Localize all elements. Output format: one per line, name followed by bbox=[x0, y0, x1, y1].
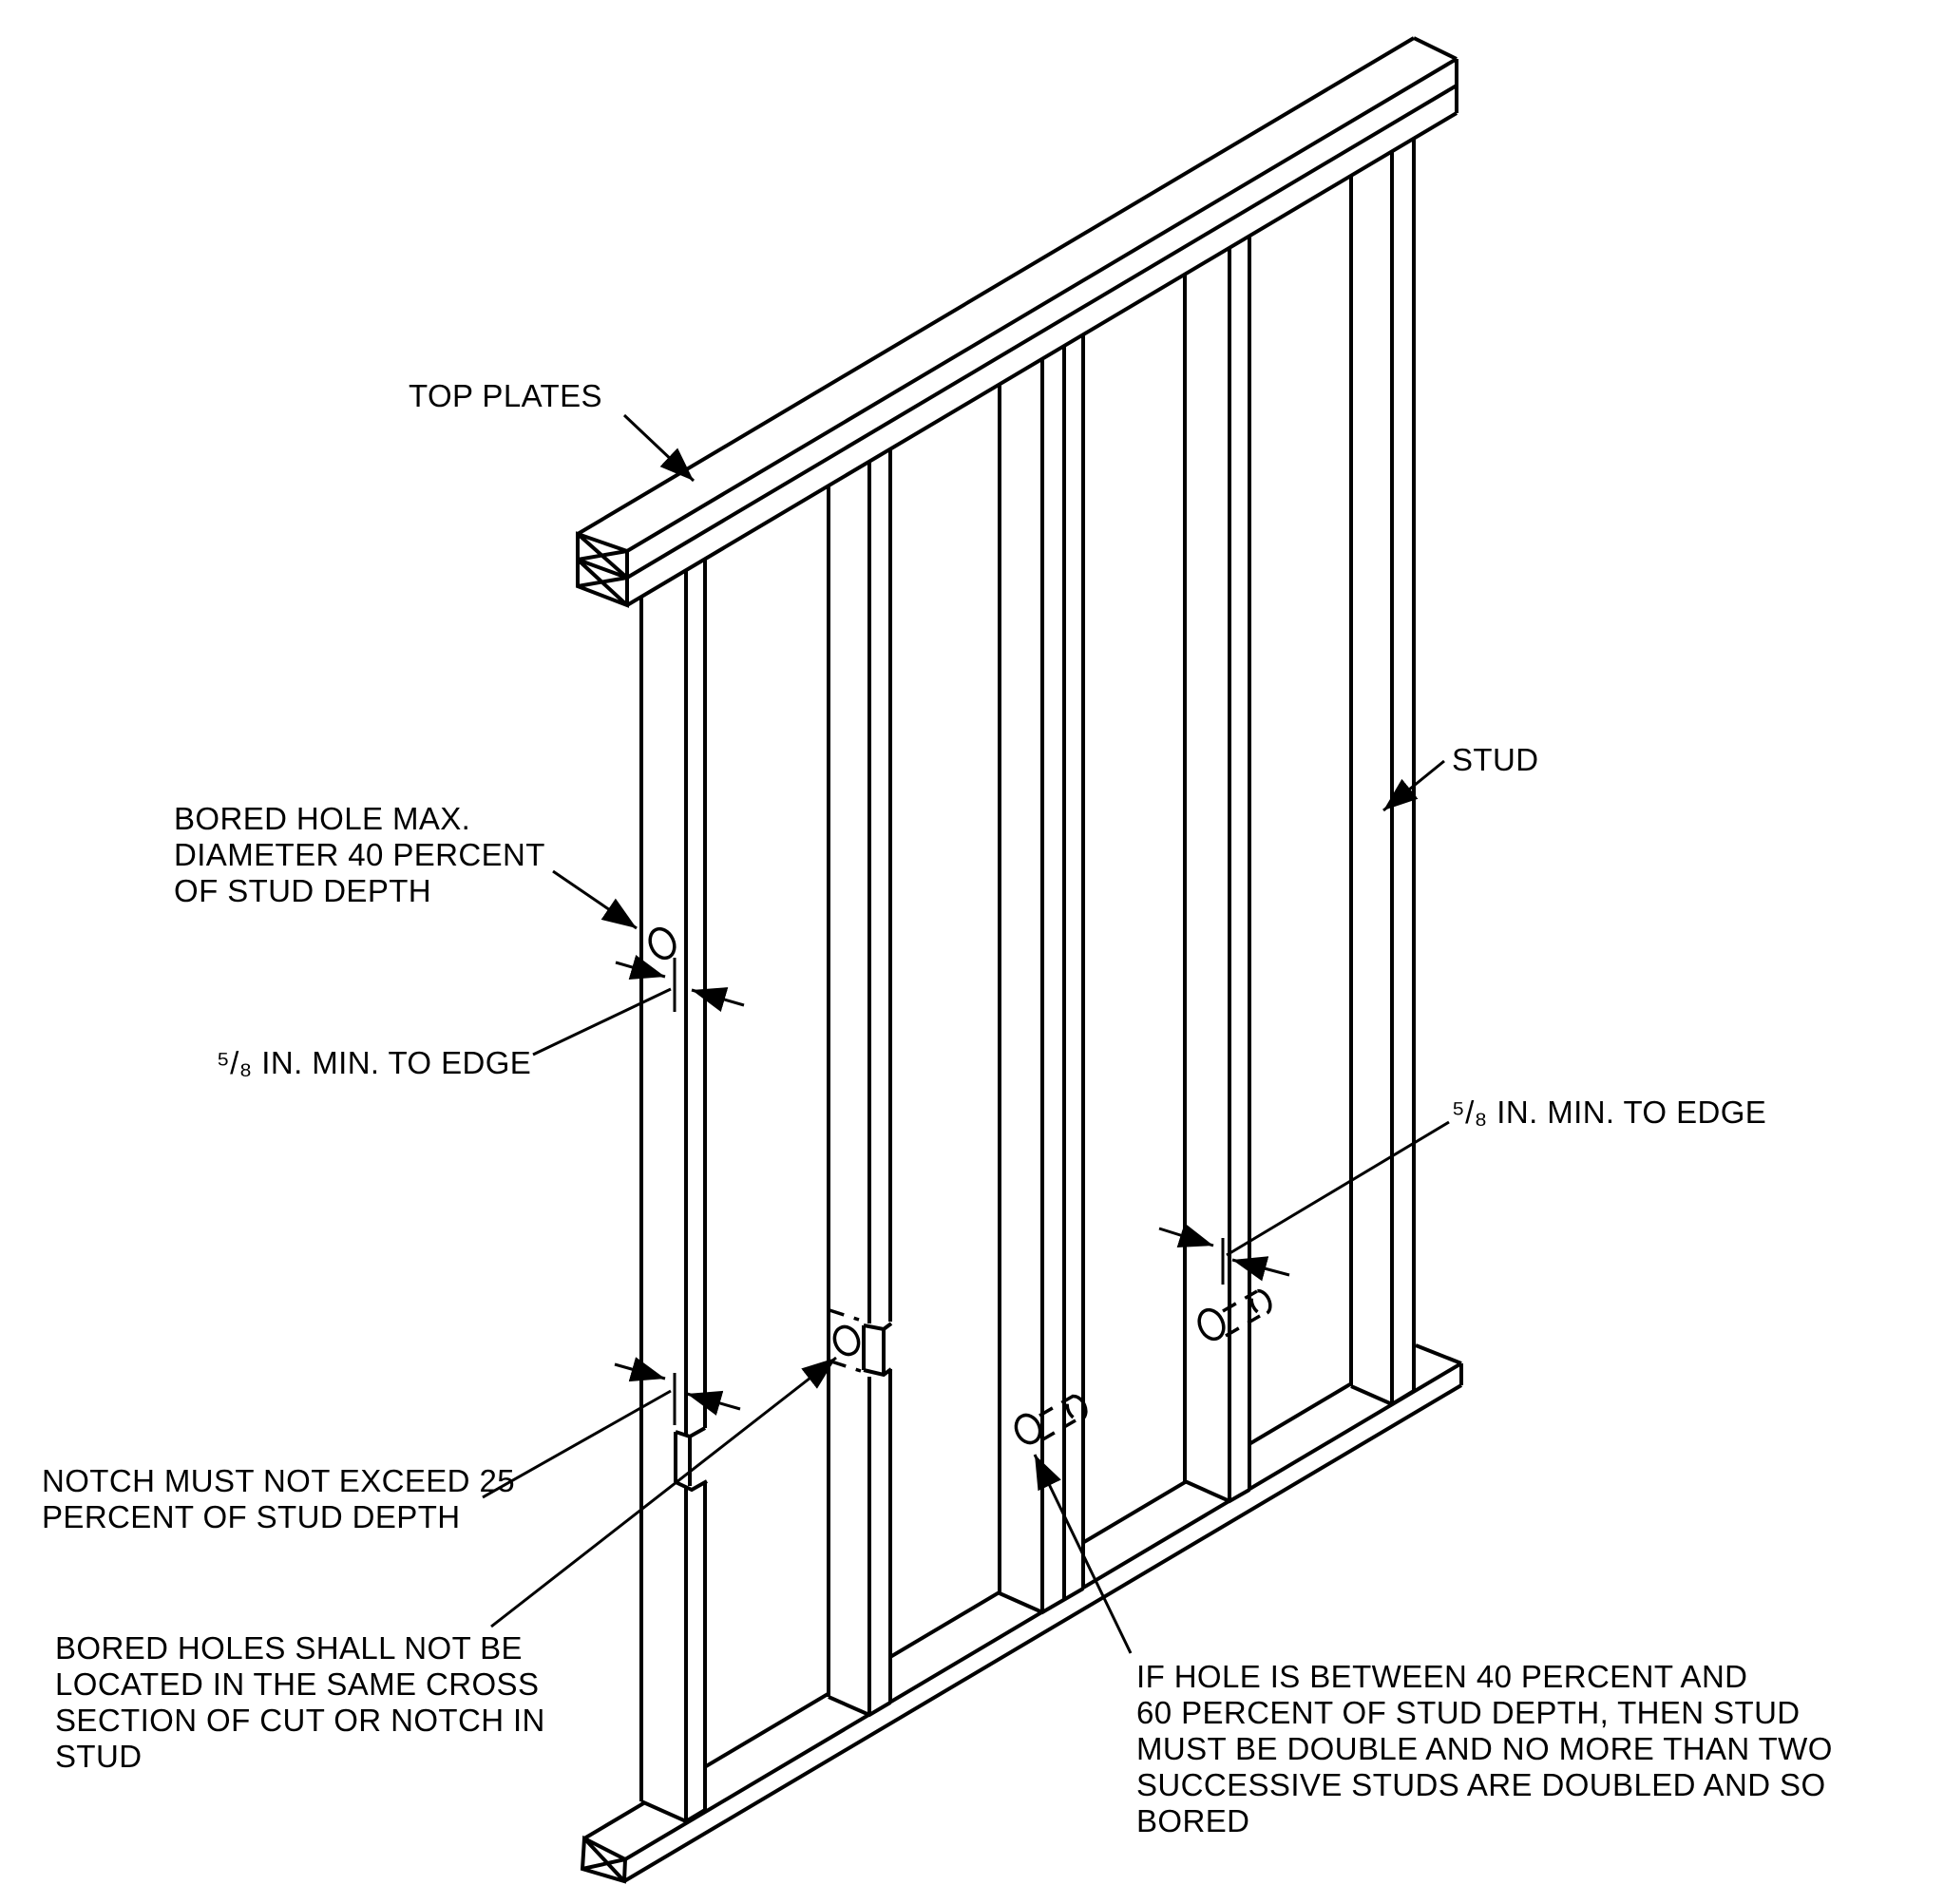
leader-bored-hole-max bbox=[552, 869, 638, 930]
stud-3-bored-hole bbox=[1014, 1394, 1088, 1445]
leader-top-plates bbox=[622, 413, 696, 483]
bore-exit-dashed bbox=[1249, 1288, 1272, 1317]
notch-limit-label: NOTCH MUST NOT EXCEED 25 PERCENT OF STUD… bbox=[42, 1463, 515, 1534]
end-grain-x-icon bbox=[581, 1837, 626, 1883]
stud-4-edge-tick bbox=[1158, 1223, 1290, 1285]
top-plates bbox=[576, 36, 1458, 608]
min-edge-right-label: ⁵/₈ IN. MIN. TO EDGE bbox=[1452, 1095, 1767, 1130]
leader-doubled-stud bbox=[1033, 1454, 1133, 1654]
stud-2 bbox=[827, 448, 893, 1718]
end-grain-x-icon bbox=[576, 532, 629, 580]
doubled-stud-rule-label: IF HOLE IS BETWEEN 40 PERCENT AND 60 PER… bbox=[1136, 1659, 1833, 1838]
stud-1-notch bbox=[674, 1426, 708, 1493]
stud-1-bored-hole bbox=[648, 926, 677, 961]
bored-holes-cross-section-label: BORED HOLES SHALL NOT BE LOCATED IN THE … bbox=[55, 1630, 545, 1774]
stud-2-cut-line bbox=[829, 1308, 860, 1322]
stud-1 bbox=[614, 559, 745, 1824]
bore-exit-dashed bbox=[1065, 1394, 1088, 1422]
end-grain-x-icon bbox=[576, 558, 629, 607]
stud-label: STUD bbox=[1452, 742, 1539, 777]
bored-hole-max-label: BORED HOLE MAX. DIAMETER 40 PERCENT OF S… bbox=[174, 801, 545, 908]
min-edge-left-label: ⁵/₈ IN. MIN. TO EDGE bbox=[217, 1045, 532, 1080]
stud-4 bbox=[1158, 236, 1290, 1504]
stud-5 bbox=[1349, 138, 1416, 1407]
stud-3-doubled bbox=[998, 334, 1088, 1615]
leader-min-edge-left bbox=[532, 987, 672, 1057]
top-plates-label: TOP PLATES bbox=[409, 378, 602, 413]
stud-1-edge-tick-upper bbox=[615, 955, 745, 1013]
stud-1-notch-tick bbox=[614, 1357, 741, 1425]
leader-notch bbox=[482, 1389, 672, 1499]
leader-lines bbox=[482, 413, 1450, 1654]
leader-bored-holes-cross bbox=[490, 1356, 837, 1628]
leader-min-edge-right bbox=[1226, 1120, 1450, 1257]
stud-4-bored-hole bbox=[1197, 1288, 1272, 1342]
leader-stud bbox=[1382, 759, 1445, 812]
stud-2-bored-hole bbox=[832, 1324, 861, 1357]
